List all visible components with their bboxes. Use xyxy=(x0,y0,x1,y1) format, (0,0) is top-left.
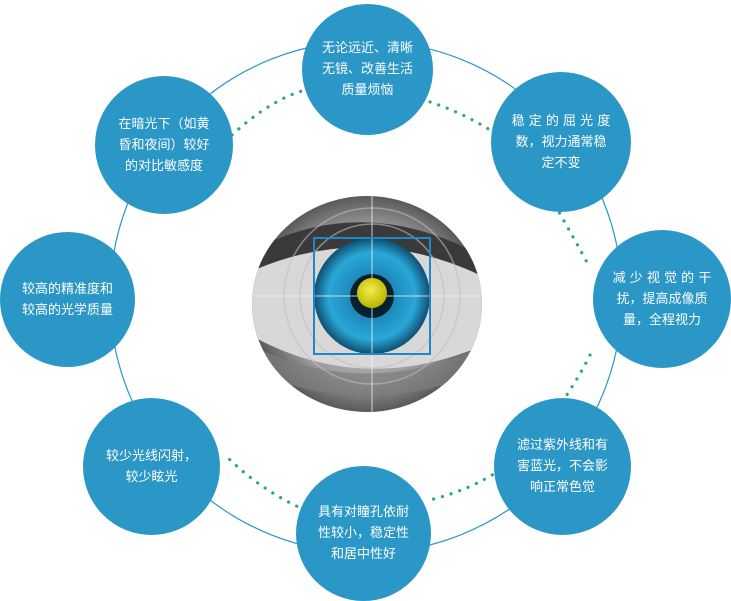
benefit-node-5: 具有对瞳孔依耐性较小，稳定性和居中性好 xyxy=(296,466,431,601)
benefit-node-7: 较高的精准度和较高的光学质量 xyxy=(0,232,135,367)
benefit-node-6: 较少光线闪射，较少眩光 xyxy=(83,398,220,535)
benefit-node-2: 稳 定 的 屈 光 度数，视力通常稳定不变 xyxy=(491,72,631,212)
dotted-arc-top-right xyxy=(428,100,507,142)
benefit-text-3: 减 少 视 觉 的 干扰，提高成像质量，全程视力 xyxy=(612,270,712,328)
lower-eyelid-shadow xyxy=(252,346,482,396)
benefit-node-4: 滤过紫外线和有害蓝光，不会影响正常色觉 xyxy=(494,398,631,535)
upper-eyelid xyxy=(252,222,482,276)
benefit-text-8: 在暗光下（如黄昏和夜间）较好的对比敏感度 xyxy=(118,116,210,174)
reticle-square xyxy=(313,237,431,355)
dotted-arc-bottom xyxy=(428,468,502,502)
dotted-arc-top-left xyxy=(230,88,307,137)
dotted-arc-right xyxy=(553,203,592,270)
benefit-node-1: 无论远近、清晰无镜、改善生活质量烦恼 xyxy=(302,4,433,135)
benefit-text-4: 滤过紫外线和有害蓝光，不会影响正常色觉 xyxy=(516,438,608,495)
benefit-text-5: 具有对瞳孔依耐性较小，稳定性和居中性好 xyxy=(317,505,409,562)
benefit-text-6: 较少光线闪射，较少眩光 xyxy=(105,448,197,485)
dotted-connectors xyxy=(223,88,592,512)
benefit-text-1: 无论远近、清晰无镜、改善生活质量烦恼 xyxy=(321,41,413,98)
target-dot xyxy=(357,278,387,308)
benefit-node-3: 减 少 视 觉 的 干扰，提高成像质量，全程视力 xyxy=(593,230,731,368)
dotted-arc-bottom-left xyxy=(223,453,307,512)
benefit-text-2: 稳 定 的 屈 光 度数，视力通常稳定不变 xyxy=(511,113,611,171)
benefit-node-8: 在暗光下（如黄昏和夜间）较好的对比敏感度 xyxy=(95,76,233,214)
benefit-text-7: 较高的精准度和较高的光学质量 xyxy=(21,281,113,318)
eye-image xyxy=(252,196,482,412)
